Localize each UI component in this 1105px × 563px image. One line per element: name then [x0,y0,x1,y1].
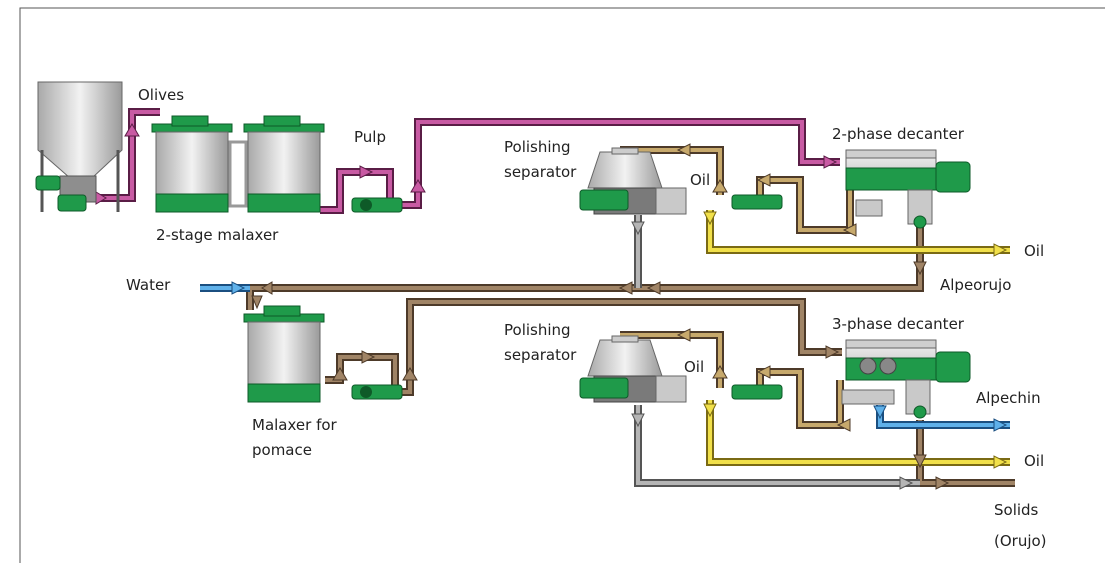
arrow-down-icon [631,221,645,236]
arrow-left-icon [676,328,691,342]
label-solids: Solids [994,501,1039,519]
arrow-down-icon [703,403,717,418]
label-oil-out-top: Oil [1024,242,1044,260]
arrow-left-icon [836,418,851,432]
arrow-down-icon [703,211,717,226]
arrow-right-icon [899,476,914,490]
arrow-up-icon [124,123,140,137]
arrow-right-icon [993,418,1008,432]
arrow-right-icon [823,155,838,169]
label-3-phase-decanter: 3-phase decanter [832,315,965,333]
label-oil-top: Oil [690,171,710,189]
arrow-right-icon [993,455,1008,469]
arrow-right-icon [95,191,107,205]
olive-hopper [35,81,123,212]
arrow-right-icon [231,281,246,295]
labels: Olives Pulp 2-stage malaxer Polishing se… [126,86,1047,550]
decanter-2phase [845,149,971,229]
arrow-down-icon [913,454,927,469]
arrow-up-icon [332,367,348,381]
arrow-up-icon [410,179,426,193]
decanter-3phase [841,339,971,419]
label-orujo: (Orujo) [994,532,1047,550]
arrow-right-icon [825,345,840,359]
arrow-left-icon [756,173,771,187]
malaxer-pomace [243,305,325,403]
label-pulp: Pulp [354,128,386,146]
arrow-left-icon [676,143,691,157]
label-polishing-top-2: separator [504,163,577,181]
arrow-left-icon [842,223,857,237]
label-water: Water [126,276,171,294]
malaxer-unit-1 [151,115,233,213]
arrow-up-icon [712,365,728,379]
arrow-down-icon [251,295,263,310]
arrow-left-icon [618,281,633,295]
arrow-right-icon [935,476,950,490]
label-alpechin: Alpechin [976,389,1041,407]
arrow-right-icon [361,350,376,364]
arrow-right-icon [993,243,1008,257]
label-polishing-bottom-1: Polishing [504,321,571,339]
arrow-up-icon [402,367,418,381]
arrow-up-icon [712,179,728,193]
flow-arrows [95,123,1008,490]
pomace-pump [351,384,403,400]
arrow-down-icon [873,405,887,420]
frame-border [19,7,1105,563]
label-polishing-top-1: Polishing [504,138,571,156]
arrow-down-icon [913,261,927,276]
arrow-left-icon [261,281,273,295]
arrow-left-icon [756,365,771,379]
arrow-down-icon [631,413,645,428]
label-pomace: pomace [252,441,312,459]
label-oil-bottom: Oil [684,358,704,376]
polishing-separator-bottom [579,335,687,403]
arrow-left-icon [646,281,661,295]
recycle-pump-bottom [731,384,783,400]
malaxer-unit-2 [228,115,325,213]
pulp-pump [351,197,403,213]
label-olives: Olives [138,86,184,104]
label-oil-out-bottom: Oil [1024,452,1044,470]
label-polishing-bottom-2: separator [504,346,577,364]
label-2-phase-decanter: 2-phase decanter [832,125,965,143]
recycle-pump-top [731,194,783,210]
label-2-stage-malaxer: 2-stage malaxer [156,226,279,244]
pulp-pipes [88,108,840,214]
label-malaxer-for: Malaxer for [252,416,338,434]
arrow-right-icon [359,165,374,179]
polishing-separator-top [579,147,687,215]
label-alpeorujo: Alpeorujo [940,276,1011,294]
